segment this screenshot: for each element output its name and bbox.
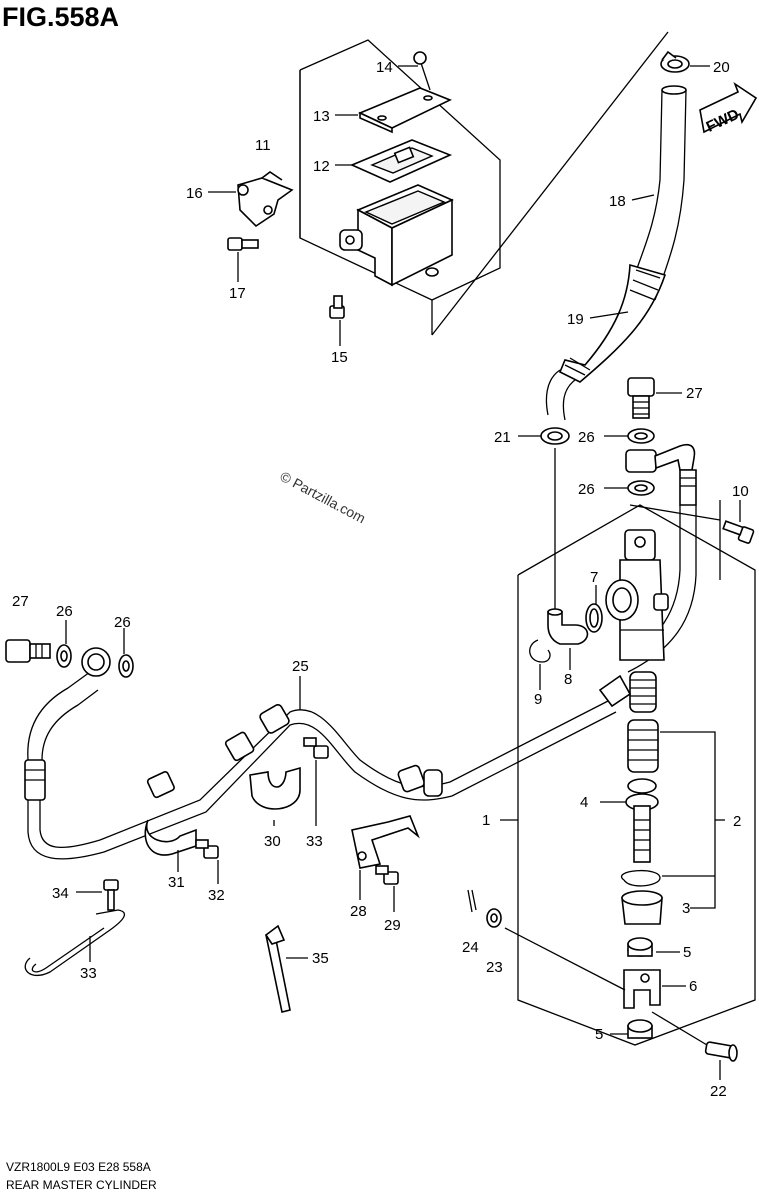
clamp-21: [540, 427, 570, 445]
callout-26-a: 26: [578, 429, 595, 446]
callout-35: 35: [312, 950, 329, 967]
piston-spring: [627, 671, 659, 794]
callout-13: 13: [313, 108, 330, 125]
callout-19: 19: [567, 311, 584, 328]
reservoir-group-outline: [299, 39, 501, 301]
callout-11: 11: [255, 137, 271, 154]
footer-code: VZR1800L9 E03 E28 558A: [6, 1160, 151, 1174]
callout-32: 32: [208, 887, 225, 904]
washer-26-a: [627, 428, 655, 444]
nut-5-lower: [627, 1019, 653, 1039]
callout-24: 24: [462, 939, 479, 956]
clevis-pin-22: [651, 1011, 738, 1062]
boot-3: [621, 890, 663, 925]
cable-tie-35: [264, 924, 291, 1013]
nut-5-upper: [627, 937, 653, 957]
bolt-29: [375, 865, 399, 885]
clamp-31: [144, 819, 197, 856]
clamp-30: [249, 766, 301, 810]
callout-17: 17: [229, 285, 246, 302]
washer-26-c: [56, 644, 72, 668]
hose-joint-8: [547, 608, 589, 645]
callout-23: 23: [486, 959, 503, 976]
callout-33-b: 33: [80, 965, 97, 982]
callout-1: 1: [482, 812, 490, 829]
clamp-20: [660, 50, 690, 73]
callout-15: 15: [331, 349, 348, 366]
hose-cover-19: [545, 263, 667, 421]
hose-banjo-left: [24, 647, 111, 801]
union-bolt-27-left: [5, 639, 51, 663]
callout-25: 25: [292, 658, 309, 675]
callout-3: 3: [682, 900, 690, 917]
bolt-10: [722, 520, 755, 544]
footer-name: REAR MASTER CYLINDER: [6, 1178, 157, 1192]
master-cylinder-body: [605, 529, 669, 661]
clevis-6: [623, 969, 661, 1009]
callout-20: 20: [713, 59, 730, 76]
callout-22: 22: [710, 1083, 727, 1100]
callout-16: 16: [186, 185, 203, 202]
callout-12: 12: [313, 158, 330, 175]
bracket-28: [351, 815, 420, 869]
bolt-33-a: [303, 737, 329, 759]
callout-4: 4: [580, 794, 588, 811]
fwd-arrow: [699, 81, 758, 134]
callout-26-b: 26: [578, 481, 595, 498]
banjo-fitting-top: [625, 443, 697, 506]
washer-26-d: [118, 654, 134, 678]
reservoir-body: [339, 184, 454, 287]
circlip-rod: [620, 869, 661, 887]
cotter-pin-24: [467, 889, 477, 913]
callout-26-c: 26: [56, 603, 73, 620]
callout-6: 6: [689, 978, 697, 995]
callout-28: 28: [350, 903, 367, 920]
bolt-15: [329, 295, 345, 319]
washer-26-b: [627, 480, 655, 496]
callout-9: 9: [534, 691, 542, 708]
callout-33-a: 33: [306, 833, 323, 850]
push-rod-4: [625, 793, 659, 863]
circlip-9: [529, 639, 551, 663]
callout-leaders: [65, 65, 741, 1080]
callout-30: 30: [264, 833, 281, 850]
bolt-34: [103, 879, 119, 911]
callout-21: 21: [494, 429, 511, 446]
callout-5-upper: 5: [683, 944, 691, 961]
callout-5-lower: 5: [595, 1026, 603, 1043]
callout-34: 34: [52, 885, 69, 902]
bolt-32: [195, 839, 219, 859]
callout-10: 10: [732, 483, 749, 500]
o-ring-7: [585, 603, 603, 633]
callout-31: 31: [168, 874, 185, 891]
washer-23: [486, 908, 626, 991]
bracket-16: [237, 171, 294, 228]
callout-27-left: 27: [12, 593, 29, 610]
callout-27-top: 27: [686, 385, 703, 402]
callout-2: 2: [733, 813, 741, 830]
brake-hose-25: [27, 674, 632, 860]
diaphragm-plate-12: [349, 139, 453, 183]
callout-bracket-2: [660, 731, 725, 909]
wire-clip-33: [24, 909, 126, 977]
master-cylinder-outline: [517, 504, 756, 1046]
callout-29: 29: [384, 917, 401, 934]
callout-14: 14: [376, 59, 393, 76]
screw-14: [413, 51, 431, 91]
callout-labels: 14 13 12 11 16 17 15 20 18 19 27 21 26 2…: [12, 59, 749, 1100]
bolt-17: [227, 237, 259, 251]
union-bolt-27-top: [627, 377, 655, 419]
figure-title: FIG.558A: [2, 2, 120, 32]
callout-18: 18: [609, 193, 626, 210]
callout-26-d: 26: [114, 614, 131, 631]
callout-8: 8: [564, 671, 572, 688]
callout-7: 7: [590, 569, 598, 586]
reservoir-cap-13: [358, 87, 452, 134]
